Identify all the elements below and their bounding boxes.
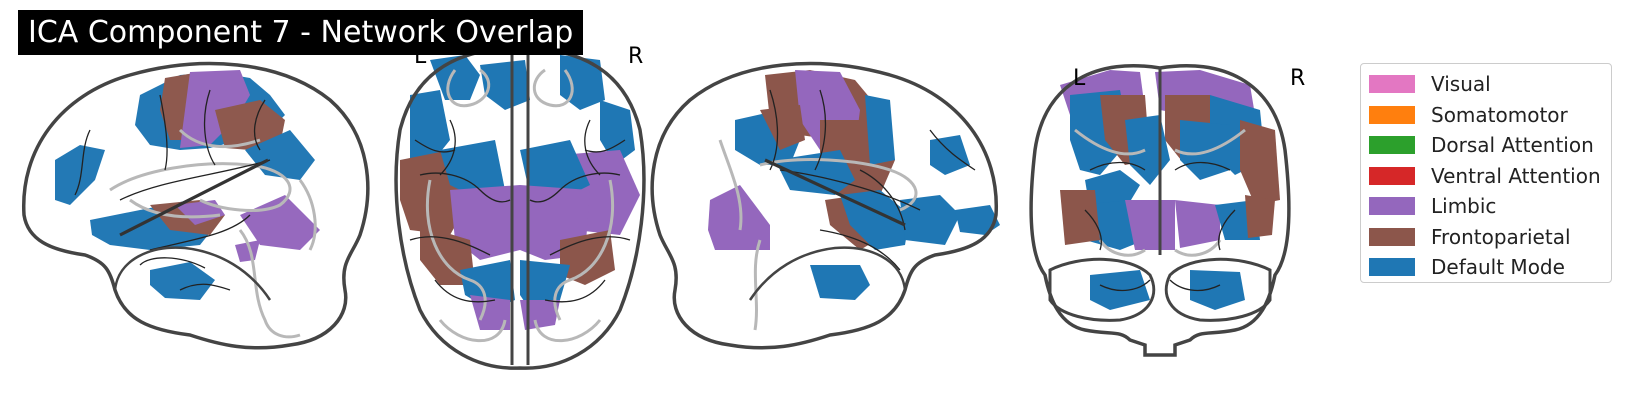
legend-label: Ventral Attention (1431, 163, 1601, 188)
coronal-right-label: R (1290, 66, 1306, 91)
axial-view (394, 46, 646, 370)
legend-swatch (1369, 75, 1415, 94)
legend-swatch (1369, 136, 1415, 155)
axial-left-label: L (414, 44, 427, 69)
legend-label: Dorsal Attention (1431, 133, 1594, 158)
axial-right-label: R (628, 44, 644, 69)
coronal-sulci (1074, 128, 1246, 257)
figure-title: ICA Component 7 - Network Overlap (18, 10, 584, 55)
sagittal-left-blobs (55, 70, 320, 300)
sagittal-left-view (22, 61, 370, 350)
legend-item: Default Mode (1369, 252, 1611, 283)
legend-item: Visual (1369, 69, 1611, 100)
legend-item: Dorsal Attention (1369, 130, 1611, 161)
coronal-blobs (1060, 70, 1280, 310)
sagittal-left-fissures (74, 89, 271, 291)
sagittal-right-blobs (708, 70, 1000, 300)
coronal-outline (1029, 63, 1291, 357)
legend-item: Somatomotor (1369, 100, 1611, 131)
legend-label: Somatomotor (1431, 102, 1568, 127)
legend-swatch (1369, 105, 1415, 124)
legend-label: Frontoparietal (1431, 224, 1571, 249)
axial-fissures (409, 119, 631, 303)
legend-swatch (1369, 166, 1415, 185)
legend-item: Limbic (1369, 191, 1611, 222)
legend-label: Limbic (1431, 194, 1497, 219)
sagittal-right-outline (650, 61, 998, 350)
legend-item: Frontoparietal (1369, 222, 1611, 253)
sagittal-left-outline (22, 61, 370, 350)
coronal-left-label: L (1073, 66, 1086, 91)
axial-sulci (425, 68, 615, 343)
sagittal-left-sulci (109, 128, 317, 339)
legend-label: Visual (1431, 72, 1491, 97)
legend-swatch (1369, 258, 1415, 277)
sagittal-right-view (650, 61, 1000, 350)
coronal-fissures (1084, 161, 1236, 292)
legend-item: Ventral Attention (1369, 161, 1611, 192)
axial-blobs (400, 55, 640, 330)
legend-swatch (1369, 227, 1415, 246)
axial-outline (394, 46, 646, 370)
coronal-view (1029, 63, 1291, 357)
sagittal-right-sulci (718, 139, 918, 331)
legend-swatch (1369, 197, 1415, 216)
legend-label: Default Mode (1431, 255, 1565, 280)
